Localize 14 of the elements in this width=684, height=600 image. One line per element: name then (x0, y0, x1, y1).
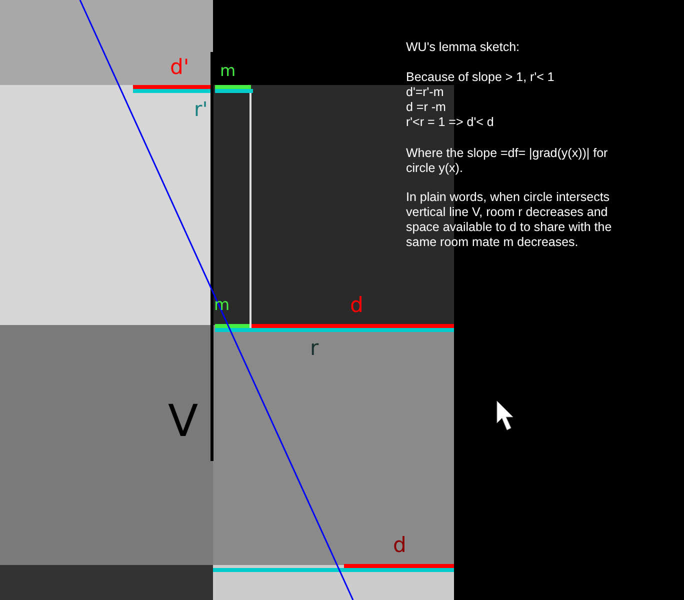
variable-label: d (350, 295, 364, 316)
note-text: r'<r = 1 => d'< d (406, 115, 495, 130)
variable-label: d (393, 535, 406, 556)
note-text: Where the slope =df= |grad(y(x))| for circle y(x). (406, 146, 609, 176)
note-text: In plain words, when circle intersects vertical line V, room r decreases and space available to d to share with the same room mate m decreases. (406, 190, 613, 250)
variable-label: m (220, 63, 236, 79)
variable-label: r (310, 338, 319, 359)
note-text: Because of slope > 1, r'< 1 (406, 70, 556, 85)
note-text: d'=r'-m (406, 85, 445, 100)
variable-label: d' (170, 57, 190, 78)
variable-label: V (168, 400, 198, 444)
sketch-title: WU's lemma sketch: (406, 40, 520, 55)
note-text: d =r -m (406, 100, 447, 115)
variable-label: r' (194, 99, 208, 119)
